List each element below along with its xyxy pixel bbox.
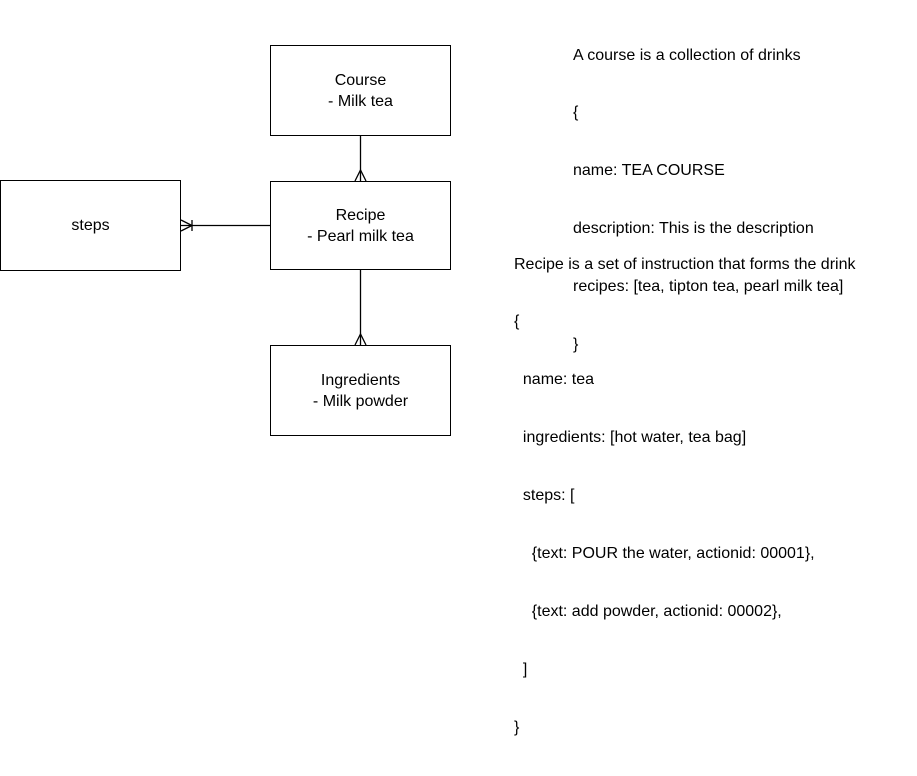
entity-recipe-title: Recipe [335, 206, 386, 224]
entity-course-subtitle: - Milk tea [328, 92, 393, 110]
entity-course[interactable]: Course - Milk tea [270, 45, 451, 136]
note-line: } [573, 336, 579, 354]
entity-steps[interactable]: steps [0, 180, 181, 271]
note-line: name: TEA COURSE [573, 162, 725, 180]
note-recipe-description[interactable]: Recipe is a set of instruction that form… [514, 216, 855, 776]
entity-steps-title: steps [71, 217, 110, 234]
entity-ingredients-subtitle: - Milk powder [312, 392, 409, 410]
note-course-description[interactable]: A course is a collection of drinks { nam… [573, 7, 843, 393]
note-line: steps: [ [514, 487, 575, 505]
note-line: recipes: [tea, tipton tea, pearl milk te… [573, 278, 844, 296]
crow-foot-many-icon [354, 332, 367, 346]
note-line: ingredients: [hot water, tea bag] [514, 429, 747, 447]
note-line: name: tea [514, 371, 595, 389]
entity-ingredients[interactable]: Ingredients - Milk powder [270, 345, 451, 436]
er-diagram-canvas: Course - Milk tea Recipe - Pearl milk te… [0, 7, 855, 736]
connector-recipe-ingredients [354, 270, 367, 346]
note-line: description: This is the description [573, 220, 814, 238]
note-line: {text: POUR the water, actionid: 00001}, [514, 545, 815, 563]
entity-course-title: Course [334, 71, 387, 89]
note-line: {text: add powder, actionid: 00002}, [514, 602, 782, 620]
connector-course-recipe [354, 136, 367, 182]
connector-recipe-steps [180, 219, 270, 232]
note-line: ] [514, 660, 528, 678]
note-line: Recipe is a set of instruction that form… [514, 255, 856, 273]
note-line: { [573, 104, 579, 122]
entity-recipe-subtitle: - Pearl milk tea [307, 227, 414, 245]
note-line: A course is a collection of drinks [573, 46, 801, 64]
entity-recipe[interactable]: Recipe - Pearl milk tea [270, 181, 451, 270]
entity-ingredients-title: Ingredients [320, 371, 401, 389]
relationship-connectors [180, 136, 367, 346]
note-line: { [514, 313, 520, 331]
crow-foot-many-icon [354, 168, 367, 182]
note-line: } [514, 718, 520, 736]
